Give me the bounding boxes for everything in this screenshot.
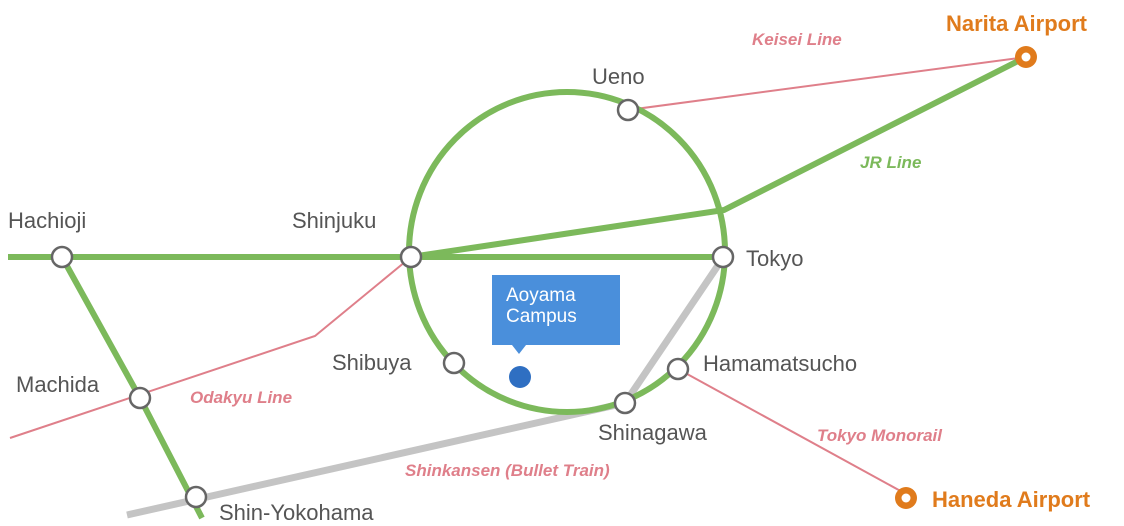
line-label-jr: JR Line [860,153,921,172]
station-marker-tokyo[interactable] [711,245,735,269]
campus-label-line2: Campus [506,306,577,327]
line-label-odakyu: Odakyu Line [190,388,292,407]
campus-callout-label: Aoyama Campus [492,275,620,345]
station-label-shibuya: Shibuya [332,350,412,375]
line-label-shinkansen: Shinkansen (Bullet Train) [405,461,610,480]
station-marker-hachioji[interactable] [50,245,74,269]
campus-label-line1: Aoyama [506,285,576,306]
airport-marker-narita[interactable] [1015,46,1037,68]
station-marker-hamamatsucho[interactable] [666,357,690,381]
station-marker-ueno[interactable] [616,98,640,122]
airport-label-narita: Narita Airport [946,11,1088,36]
keisei-line [627,56,1027,111]
line-label-keisei: Keisei Line [752,30,842,49]
tokyo-monorail-line [677,368,907,495]
station-label-shinagawa: Shinagawa [598,420,708,445]
station-label-hamamatsucho: Hamamatsucho [703,351,857,376]
station-marker-shinagawa[interactable] [613,391,637,415]
campus-pin[interactable] [509,366,531,388]
jr-narita-line [410,54,1028,260]
station-marker-shinjuku[interactable] [399,245,423,269]
station-label-shin-yokohama: Shin-Yokohama [219,500,374,525]
line-label-tokyo-monorail: Tokyo Monorail [817,426,943,445]
station-label-hachioji: Hachioji [8,208,86,233]
campus-callout-box [492,275,620,354]
airport-label-haneda: Haneda Airport [932,487,1091,512]
station-marker-shibuya[interactable] [442,351,466,375]
station-label-ueno: Ueno [592,64,645,89]
station-marker-shin-yokohama[interactable] [184,485,208,509]
station-label-tokyo: Tokyo [746,246,803,271]
station-marker-machida[interactable] [128,386,152,410]
airport-marker-haneda[interactable] [895,487,917,509]
station-label-machida: Machida [16,372,100,397]
odakyu-line [9,256,412,439]
station-label-shinjuku: Shinjuku [292,208,376,233]
